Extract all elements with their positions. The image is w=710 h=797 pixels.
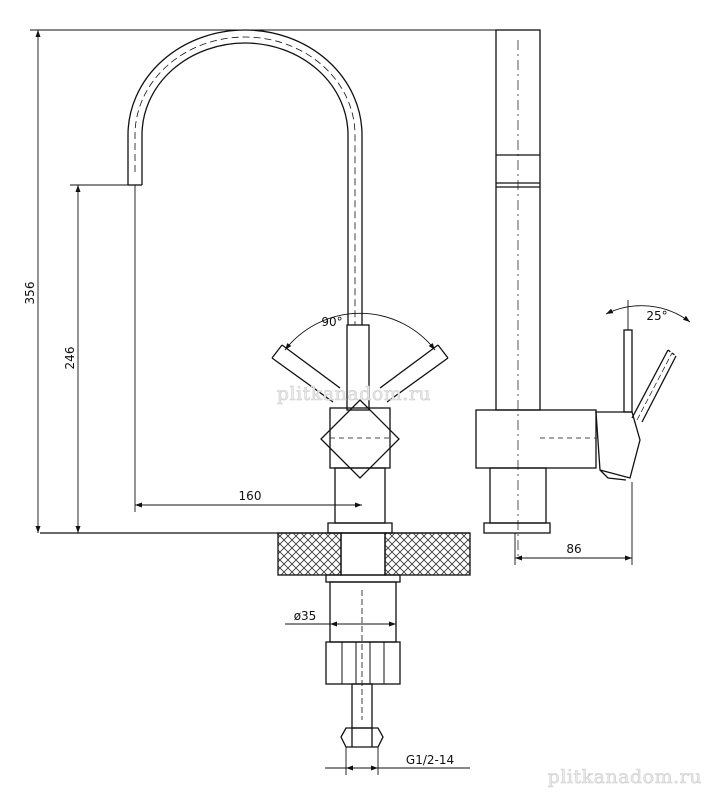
watermark-corner: plitkanadom.ru [548, 766, 702, 788]
shank [340, 532, 386, 576]
side-view [475, 29, 677, 560]
body [334, 467, 386, 524]
mount-nut [325, 641, 401, 685]
dim-swivel-angle: 90° [321, 315, 342, 329]
handle-block-diamond [320, 399, 400, 479]
side-lever-hub [595, 411, 641, 479]
neck [346, 324, 370, 411]
dim-side-reach: 86 [566, 542, 581, 556]
dim-thread: G1/2-14 [406, 753, 454, 767]
watermark-center: plitkanadom.ru [277, 383, 431, 405]
base-flange [327, 522, 393, 534]
lever-left [271, 344, 341, 403]
spout [127, 29, 363, 325]
countertop-section [277, 532, 471, 576]
dim-lever-angle: 25° [646, 309, 667, 323]
side-body-block [475, 409, 597, 469]
side-lever-upright [623, 329, 633, 413]
dim-total-height: 356 [23, 282, 37, 305]
mount-sleeve [329, 581, 397, 643]
dimension-lines [30, 29, 691, 775]
lever-right [379, 344, 449, 403]
lock-ring [325, 574, 401, 583]
side-lever-tilted [631, 349, 677, 423]
side-base [483, 522, 551, 534]
dim-spout-height: 246 [63, 347, 77, 370]
hex-connector [340, 727, 384, 748]
dim-base-diameter: ø35 [294, 609, 317, 623]
dim-spout-reach: 160 [239, 489, 262, 503]
